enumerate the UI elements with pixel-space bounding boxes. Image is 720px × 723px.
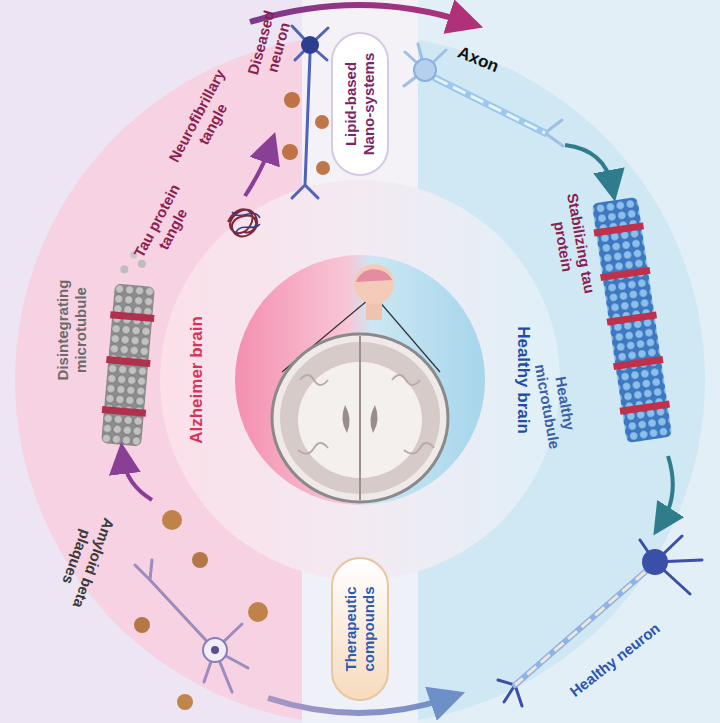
axon-neuron: [435, 78, 545, 133]
amyloid-plaque: [134, 510, 268, 710]
healthy-neuron: [642, 549, 668, 575]
brain-illustration: [298, 375, 434, 454]
process-arrow: [565, 145, 612, 186]
disintegrating-microtubule: [110, 311, 154, 322]
amyloid-neuron: [211, 646, 219, 654]
healthy-neuron: [498, 536, 702, 706]
healthy-neuron: [515, 572, 645, 685]
axon-neuron: [414, 59, 436, 81]
healthy-microtubule: [600, 267, 650, 281]
node-text: Lipid-based Nano-systems: [342, 45, 378, 163]
background: [302, 0, 418, 190]
figure-label: Alzheimer brain: [187, 316, 207, 444]
amyloid-neuron: [135, 560, 248, 692]
amyloid-plaque: [192, 552, 208, 568]
axon-neuron: [435, 78, 545, 133]
healthy-microtubule: [607, 311, 657, 325]
node-text: Therapeutic compounds: [342, 570, 378, 688]
disintegrating-microtubule: [120, 265, 129, 274]
diseased-neuron: [301, 36, 319, 54]
disintegrating-microtubule: [101, 284, 155, 447]
amyloid-plaque: [134, 617, 150, 633]
background: [160, 180, 560, 580]
disintegrating-microtubule: [106, 356, 150, 367]
brain-illustration: [272, 334, 448, 502]
process-arrow: [245, 147, 270, 196]
healthy-microtubule: [620, 401, 670, 415]
capsule-node: Lipid-based Nano-systems: [331, 32, 389, 176]
healthy-neuron: [498, 536, 702, 706]
figure-label: Disintegrating microtubule: [54, 268, 90, 393]
diseased-neuron: [282, 144, 298, 160]
background: [235, 255, 485, 505]
amyloid-neuron: [203, 638, 227, 662]
process-arrow: [123, 5, 673, 713]
disintegrating-microtubule: [138, 259, 147, 268]
diseased-neuron: [315, 115, 329, 129]
brain-illustration: [354, 264, 394, 304]
process-arrow: [250, 5, 466, 22]
healthy-microtubule: [590, 197, 674, 444]
diseased-neuron: [282, 26, 330, 198]
disintegrating-microtubule: [102, 406, 146, 417]
neurofibrillary-tangle: [232, 212, 260, 232]
healthy-microtubule: [613, 356, 663, 370]
amyloid-plaque: [177, 694, 193, 710]
process-arrow: [662, 456, 673, 522]
healthy-microtubule: [592, 197, 672, 443]
diseased-neuron: [316, 161, 330, 175]
amyloid-neuron: [135, 560, 248, 692]
capsule-node: Therapeutic compounds: [331, 557, 389, 701]
disintegrating-microtubule: [99, 250, 160, 447]
brain-illustration: [342, 405, 377, 433]
process-arrow: [123, 458, 152, 500]
brain-illustration: [359, 336, 361, 500]
amyloid-plaque: [162, 510, 182, 530]
healthy-microtubule: [594, 222, 644, 236]
healthy-neuron: [515, 572, 645, 685]
neurofibrillary-tangle: [228, 209, 260, 236]
figure-label: Healthy brain: [513, 326, 533, 434]
brain-illustration: [356, 269, 392, 282]
diseased-neuron: [284, 92, 300, 108]
brain-illustration: [272, 264, 448, 502]
amyloid-plaque: [248, 602, 268, 622]
